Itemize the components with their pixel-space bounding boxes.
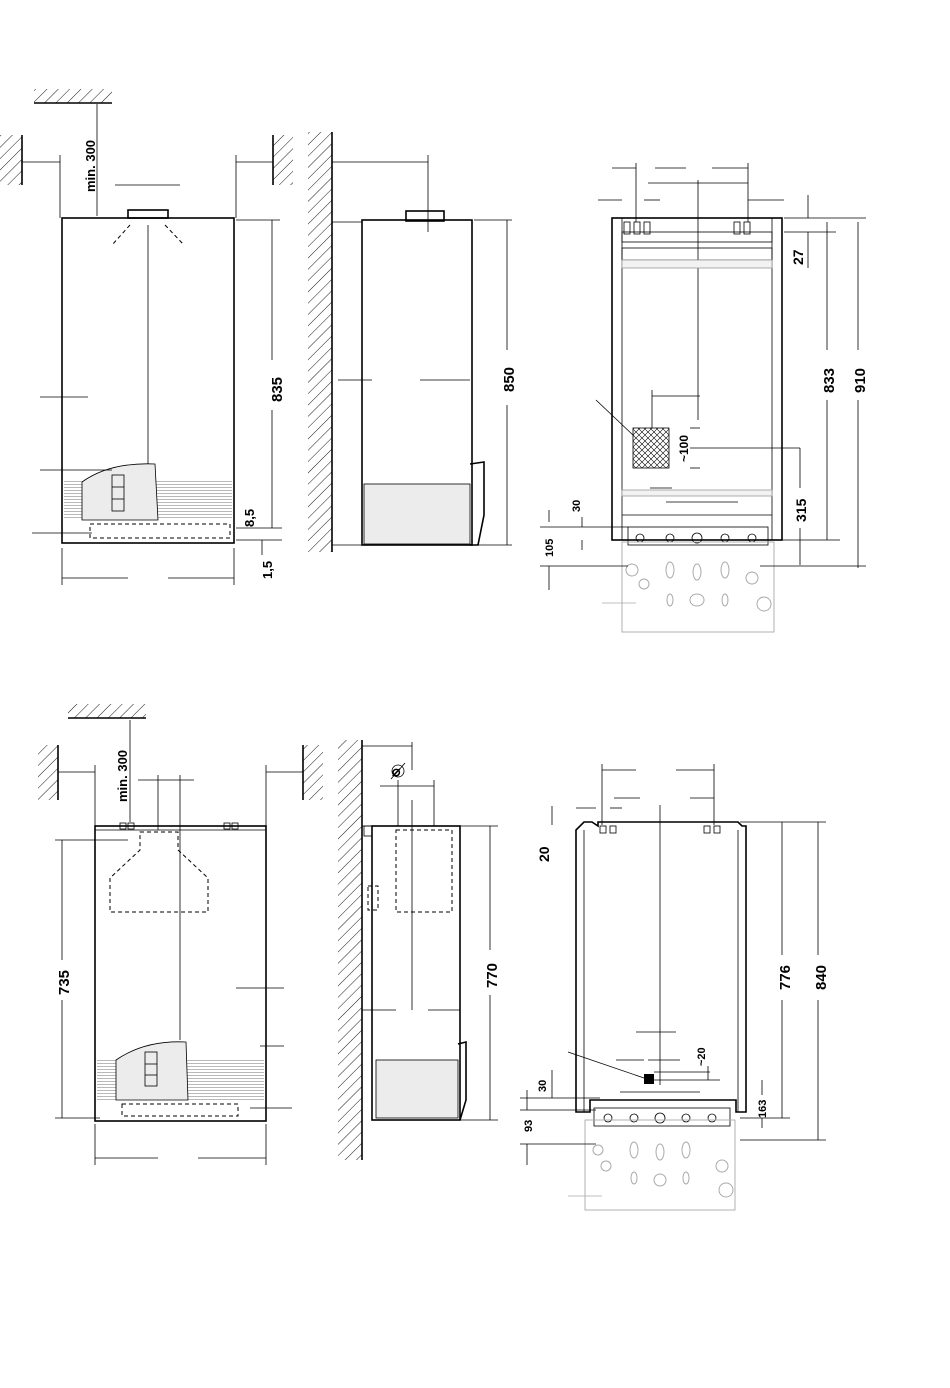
bottom-side-height: 770 [484,963,501,988]
top-rear-total-height: 910 [852,368,869,393]
bottom-side-view: ⌀ 770 [338,740,501,1160]
top-rear-fitting-depth: 105 [544,539,556,557]
top-rear-zone-size: ~100 [677,435,691,462]
top-rear-fitting-offset: 30 [571,500,583,512]
top-front-height: 835 [269,377,286,402]
bottom-rear-lower-offset: 163 [757,1100,769,1118]
top-side-height: 850 [501,367,518,392]
top-front-gap-top: 8,5 [242,509,257,527]
top-front-view: min. 300 835 8,5 1,5 [0,89,293,585]
bottom-front-view: min. 300 735 [38,704,323,1165]
bottom-rear-total-height: 840 [813,965,830,990]
bottom-front-clearance: min. 300 [115,750,130,802]
top-rear-bottom-offset: 315 [793,498,809,522]
top-rear-mount-height: 833 [821,368,838,393]
top-rear-view: 27 833 910 ~100 315 30 105 [540,163,869,632]
bottom-side-diameter: ⌀ [392,763,401,779]
top-side-view: 850 [308,132,518,552]
top-rear-top-offset: 27 [790,249,806,265]
bottom-front-height: 735 [56,970,73,995]
top-front-clearance: min. 300 [83,140,98,192]
bottom-rear-view: 20 776 840 ~20 30 93 163 [520,764,830,1210]
bottom-rear-fitting-depth: 93 [523,1120,535,1132]
bottom-rear-top-offset: 20 [536,846,552,862]
top-front-gap-bottom: 1,5 [260,561,275,579]
bottom-rear-mount-height: 776 [777,965,794,990]
bottom-rear-pipe-offset: ~20 [696,1047,708,1066]
bottom-rear-fitting-offset: 30 [537,1080,549,1092]
